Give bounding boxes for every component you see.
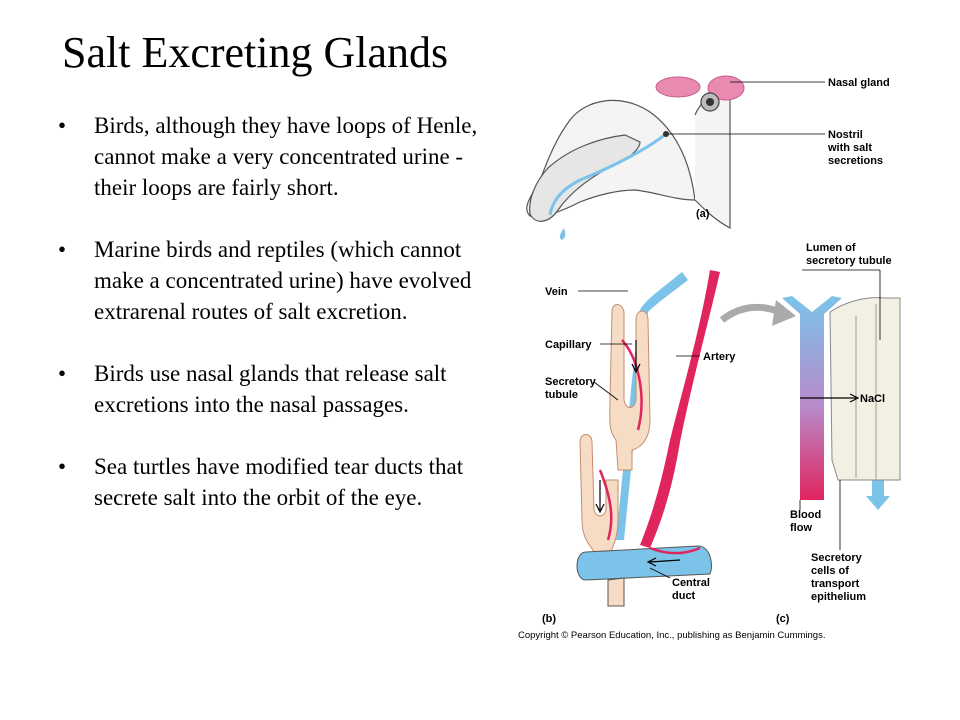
panel-b-tubules — [576, 270, 720, 607]
panel-a-bird-head — [526, 75, 745, 240]
label-secretory-1: Secretory — [545, 376, 597, 388]
label-secretory-2: tubule — [545, 389, 578, 401]
flow-arrow-2 — [595, 480, 605, 514]
bullet-glyph: • — [58, 454, 67, 479]
label-nostril-3: secretions — [828, 155, 883, 167]
figure-svg: Nasal gland Nostril with salt secretions… — [518, 75, 901, 641]
bullet-glyph: • — [58, 237, 67, 262]
central-duct-outlet — [607, 577, 625, 607]
label-blood-2: flow — [790, 522, 812, 534]
bullet-item: • Marine birds and reptiles (which cannot… — [58, 234, 488, 327]
bird-pupil — [706, 98, 714, 106]
label-panel-b: (b) — [542, 613, 556, 625]
bullet-item: • Sea turtles have modified tear ducts th… — [58, 451, 488, 513]
label-panel-a: (a) — [696, 208, 710, 220]
label-nostril-1: Nostril — [828, 129, 863, 141]
label-cells-2: cells of — [811, 565, 849, 577]
label-cells-3: transport — [811, 578, 860, 590]
slide-title: Salt Excreting Glands — [62, 28, 449, 77]
bullet-text: Birds use nasal glands that release salt… — [94, 361, 447, 417]
zoom-arrow — [719, 303, 782, 323]
panel-c-epithelium — [782, 296, 901, 510]
label-artery: Artery — [703, 351, 736, 363]
zoom-arrow-head — [772, 300, 796, 326]
salt-drop — [559, 228, 566, 240]
leader-secretory — [593, 381, 619, 401]
label-cells-1: Secretory — [811, 552, 863, 564]
bullet-text: Birds, although they have loops of Henle… — [94, 113, 478, 200]
flow-arrow-1 — [631, 340, 641, 374]
nacl-arrow — [800, 393, 860, 403]
secretory-tubule-lower — [579, 434, 619, 555]
label-panel-c: (c) — [776, 613, 790, 625]
label-nacl: NaCl — [860, 393, 885, 405]
bullet-glyph: • — [58, 361, 67, 386]
salt-gland-figure: Nasal gland Nostril with salt secretions… — [500, 40, 920, 650]
bullet-text: Sea turtles have modified tear ducts tha… — [94, 454, 464, 510]
salt-secretion-path — [548, 130, 669, 216]
label-central-2: duct — [672, 590, 696, 602]
label-nostril-2: with salt — [827, 142, 872, 154]
central-duct — [576, 545, 712, 581]
label-nasal-gland: Nasal gland — [828, 77, 890, 89]
nasal-gland-left — [655, 76, 701, 98]
label-blood-1: Blood — [790, 509, 821, 521]
flow-arrow-3 — [646, 557, 681, 567]
bullet-glyph: • — [58, 113, 67, 138]
label-lumen-1: Lumen of — [806, 242, 856, 254]
secretory-tubule-upper — [609, 304, 651, 471]
bullet-list: • Birds, although they have loops of Henl… — [58, 110, 488, 544]
capillary-network — [598, 339, 701, 555]
nostril — [663, 131, 669, 137]
bullet-item: • Birds, although they have loops of Henl… — [58, 110, 488, 203]
bullet-item: • Birds use nasal glands that release sal… — [58, 358, 488, 420]
epithelium-cells — [829, 297, 901, 481]
label-central-1: Central — [672, 577, 710, 589]
artery-vessel — [640, 270, 720, 548]
vein-vessel — [616, 272, 688, 540]
label-vein: Vein — [545, 286, 568, 298]
label-lumen-2: secretory tubule — [806, 255, 892, 267]
bullet-text: Marine birds and reptiles (which cannot … — [94, 237, 472, 324]
leader-central-duct — [649, 567, 671, 579]
label-cells-4: epithelium — [811, 591, 866, 603]
label-capillary: Capillary — [545, 339, 592, 351]
copyright-notice: Copyright © Pearson Education, Inc., pub… — [518, 630, 825, 641]
